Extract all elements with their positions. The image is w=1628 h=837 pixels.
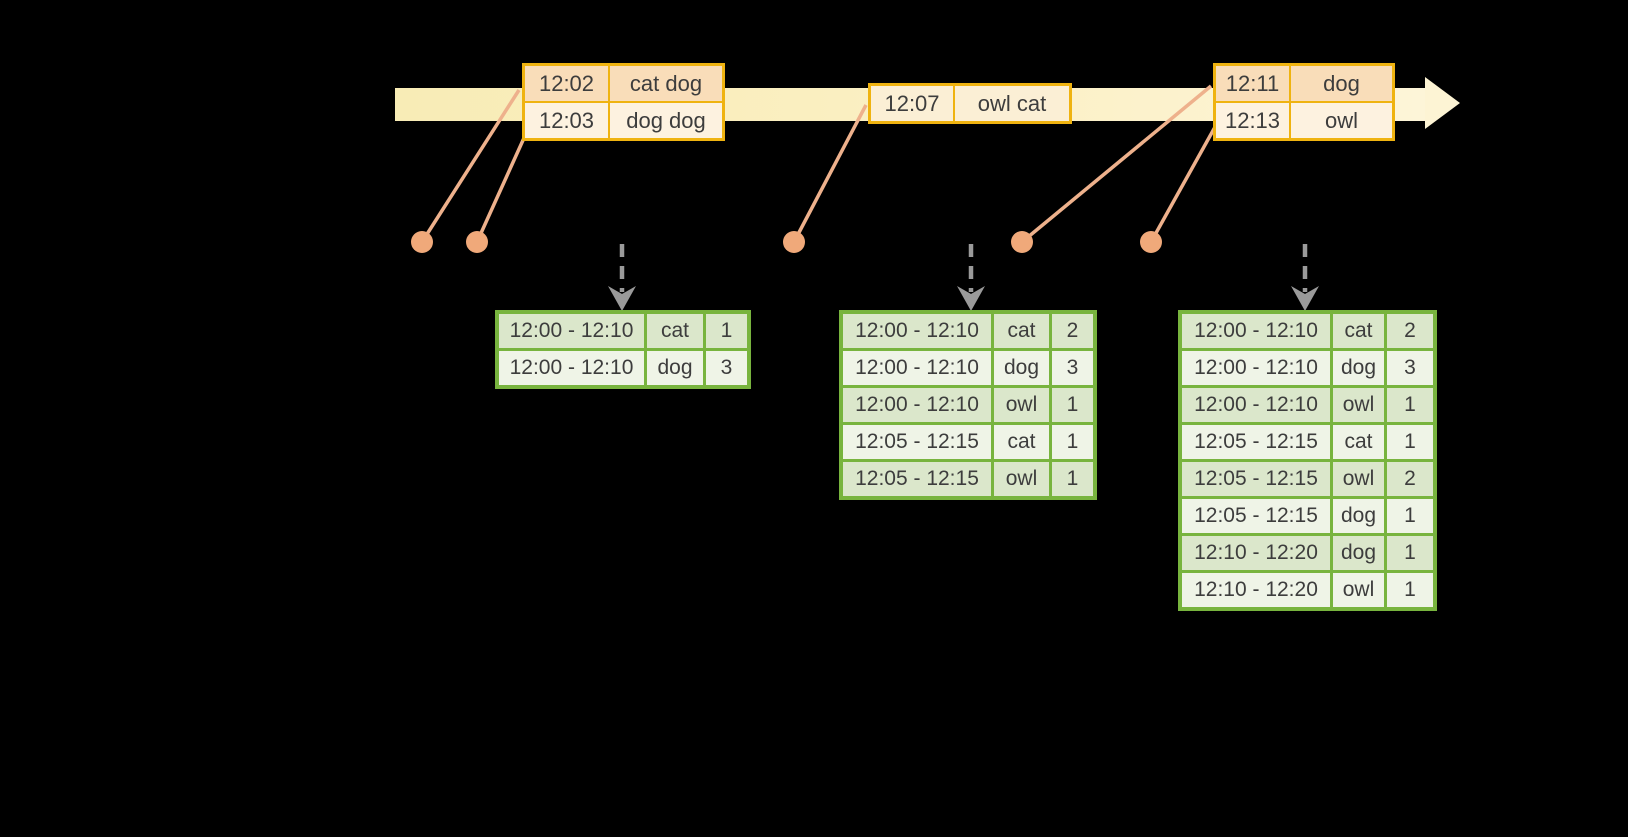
result-word: cat — [1333, 314, 1384, 348]
result-count: 1 — [1052, 388, 1093, 422]
result-count: 1 — [706, 314, 747, 348]
connector-line — [475, 137, 526, 243]
result-word: dog — [1333, 351, 1384, 385]
result-window: 12:10 - 12:20 — [1182, 536, 1330, 570]
result-count: 1 — [1387, 388, 1433, 422]
trigger-arrow-icon — [608, 244, 636, 311]
result-word: cat — [647, 314, 703, 348]
result-word: owl — [994, 462, 1049, 496]
result-window: 12:00 - 12:10 — [1182, 314, 1330, 348]
result-window: 12:05 - 12:15 — [1182, 462, 1330, 496]
result-window: 12:00 - 12:10 — [843, 314, 991, 348]
event-table-2: 12:07 owl cat — [868, 83, 1072, 124]
event-time: 12:13 — [1216, 103, 1289, 138]
result-count: 2 — [1387, 462, 1433, 496]
result-word: cat — [1333, 425, 1384, 459]
event-words: dog dog — [610, 103, 722, 138]
result-word: owl — [1333, 462, 1384, 496]
event-marker-dot — [411, 231, 433, 253]
result-word: dog — [1333, 499, 1384, 533]
event-words: dog — [1291, 66, 1392, 101]
result-word: owl — [1333, 573, 1384, 607]
result-window: 12:00 - 12:10 — [499, 351, 644, 385]
result-window: 12:00 - 12:10 — [843, 351, 991, 385]
event-time: 12:07 — [871, 86, 953, 121]
result-table-3: 12:00 - 12:10 cat 2 12:00 - 12:10 dog 3 … — [1178, 310, 1437, 611]
result-window: 12:00 - 12:10 — [1182, 351, 1330, 385]
event-marker-dot — [466, 231, 488, 253]
result-word: owl — [1333, 388, 1384, 422]
connector-line — [1020, 84, 1213, 244]
event-words: owl — [1291, 103, 1392, 138]
result-word: dog — [1333, 536, 1384, 570]
result-count: 2 — [1052, 314, 1093, 348]
connector-line — [420, 89, 521, 243]
event-words: owl cat — [955, 86, 1069, 121]
event-table-3: 12:11 dog 12:13 owl — [1213, 63, 1395, 141]
result-count: 1 — [1387, 536, 1433, 570]
result-count: 3 — [706, 351, 747, 385]
event-time: 12:02 — [525, 66, 608, 101]
result-window: 12:05 - 12:15 — [843, 425, 991, 459]
result-count: 3 — [1052, 351, 1093, 385]
result-window: 12:05 - 12:15 — [843, 462, 991, 496]
result-count: 1 — [1387, 499, 1433, 533]
event-table-1: 12:02 cat dog 12:03 dog dog — [522, 63, 725, 141]
event-time: 12:11 — [1216, 66, 1289, 101]
timeline-arrowhead-icon — [1425, 77, 1460, 129]
result-word: dog — [994, 351, 1049, 385]
result-count: 3 — [1387, 351, 1433, 385]
result-count: 1 — [1387, 425, 1433, 459]
event-marker-dot — [783, 231, 805, 253]
connector-line — [792, 104, 868, 243]
result-count: 1 — [1387, 573, 1433, 607]
trigger-arrow-icon — [957, 244, 985, 311]
result-table-2: 12:00 - 12:10 cat 2 12:00 - 12:10 dog 3 … — [839, 310, 1097, 500]
result-window: 12:05 - 12:15 — [1182, 499, 1330, 533]
result-window: 12:00 - 12:10 — [499, 314, 644, 348]
result-window: 12:00 - 12:10 — [1182, 388, 1330, 422]
result-count: 1 — [1052, 425, 1093, 459]
result-table-1: 12:00 - 12:10 cat 1 12:00 - 12:10 dog 3 — [495, 310, 751, 389]
result-window: 12:10 - 12:20 — [1182, 573, 1330, 607]
result-word: cat — [994, 425, 1049, 459]
result-window: 12:05 - 12:15 — [1182, 425, 1330, 459]
result-word: dog — [647, 351, 703, 385]
result-count: 1 — [1052, 462, 1093, 496]
result-count: 2 — [1387, 314, 1433, 348]
result-word: cat — [994, 314, 1049, 348]
event-marker-dot — [1011, 231, 1033, 253]
trigger-arrow-icon — [1291, 244, 1319, 311]
result-window: 12:00 - 12:10 — [843, 388, 991, 422]
event-words: cat dog — [610, 66, 722, 101]
result-word: owl — [994, 388, 1049, 422]
event-time: 12:03 — [525, 103, 608, 138]
connector-line — [1149, 126, 1217, 243]
event-marker-dot — [1140, 231, 1162, 253]
